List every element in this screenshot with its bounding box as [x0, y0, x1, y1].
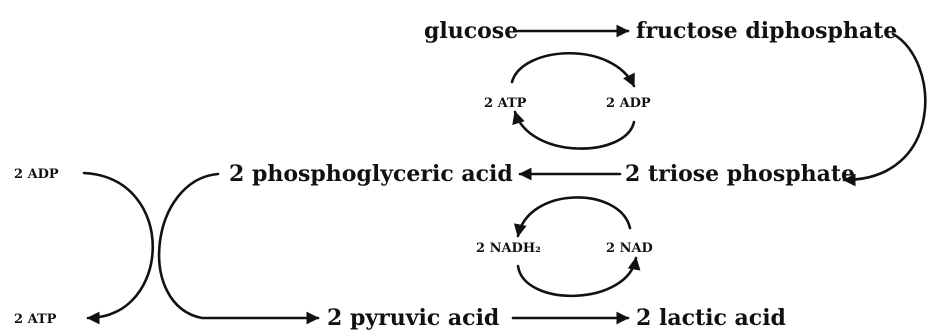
label-fructose-diphosphate: fructose diphosphate [636, 18, 897, 44]
arrow-atp-adp-cycle-lower [512, 110, 636, 150]
label-phosphoglyceric-acid: 2 phosphoglyceric acid [229, 161, 513, 187]
arrow-nad-cycle-upper [513, 196, 632, 238]
arrow-atp-adp-cycle-upper [510, 51, 636, 88]
label-pyruvic-acid: 2 pyruvic acid [327, 305, 499, 331]
label-adp-out: 2 ADP [606, 96, 651, 111]
label-adp-in: 2 ADP [14, 167, 59, 182]
label-nadh2: 2 NADH₂ [476, 241, 541, 256]
label-triose-phosphate: 2 triose phosphate [625, 161, 855, 187]
arrow-adp-to-atp-left [82, 171, 155, 325]
label-atp-out: 2 ATP [14, 312, 57, 327]
label-glucose: glucose [424, 18, 518, 44]
arrow-phosphoglyceric-to-pyruvic [157, 172, 320, 325]
arrow-nad-cycle-lower [516, 256, 641, 298]
label-lactic-acid: 2 lactic acid [636, 305, 786, 331]
label-nad: 2 NAD [606, 241, 653, 256]
label-atp-in: 2 ATP [484, 96, 527, 111]
arrow-fructose-diphosphate-to-triose-phosphate [842, 32, 927, 187]
